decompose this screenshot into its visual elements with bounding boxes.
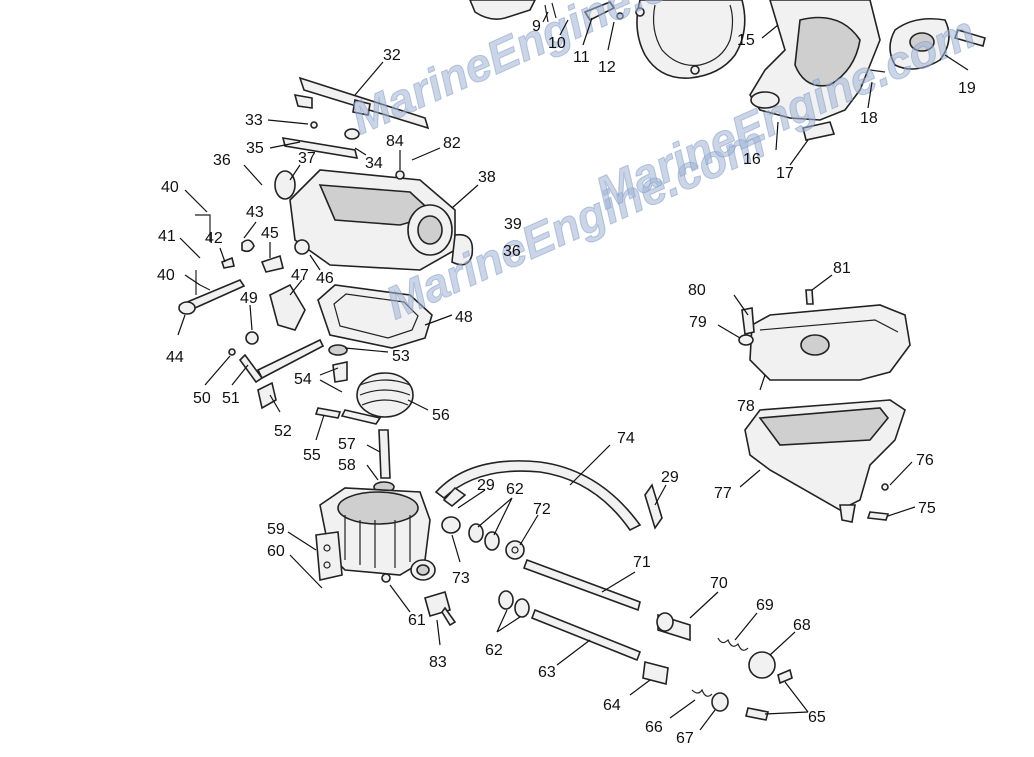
callout-84: 84	[386, 133, 404, 150]
choke-shaft-part	[281, 121, 360, 159]
callout-38: 38	[478, 169, 496, 186]
callout-69: 69	[756, 597, 774, 614]
callout-53: 53	[392, 348, 410, 365]
callout-50: 50	[193, 390, 211, 407]
carburetor-upper-body-part	[274, 169, 474, 271]
callout-72: 72	[533, 501, 551, 518]
callout-10: 10	[548, 35, 566, 52]
callout-29-left: 29	[477, 477, 495, 494]
callout-60: 60	[267, 543, 285, 560]
callout-76: 76	[916, 452, 934, 469]
callout-49: 49	[240, 290, 258, 307]
callout-61: 61	[408, 612, 426, 629]
callout-47: 47	[291, 267, 309, 284]
top-small-parts	[544, 1, 624, 23]
callout-58: 58	[338, 457, 356, 474]
float-assembly-part	[314, 344, 414, 425]
callout-51: 51	[222, 390, 240, 407]
callout-67: 67	[676, 730, 694, 747]
fuel-inlet-fitting-part	[424, 590, 457, 627]
callout-46: 46	[316, 270, 334, 287]
callout-62-bottom: 62	[485, 642, 503, 659]
callout-62-top: 62	[506, 481, 524, 498]
callout-35: 35	[246, 140, 264, 157]
callout-34: 34	[365, 155, 383, 172]
idle-adjust-parts	[691, 637, 793, 721]
callout-56: 56	[432, 407, 450, 424]
linkage-rods-part	[178, 214, 325, 410]
callout-64: 64	[603, 697, 621, 714]
main-jet-part	[373, 429, 395, 493]
callout-55: 55	[303, 447, 321, 464]
callout-11: 11	[573, 49, 590, 66]
silencer-cover-part	[738, 289, 911, 381]
callout-labels: 9 10 11 12 15 19 18 16 17 32 33 35 34 84…	[157, 18, 976, 747]
callout-40-bottom: 40	[157, 267, 175, 284]
callout-48: 48	[455, 309, 473, 326]
callout-70: 70	[710, 575, 728, 592]
leader-lines	[177, 11, 969, 731]
callout-78: 78	[737, 398, 755, 415]
top-cover-gasket-part	[469, 0, 746, 79]
fuel-hose-part	[434, 460, 642, 532]
fuel-pump-body-part	[749, 0, 986, 141]
callout-80: 80	[688, 282, 706, 299]
callout-9: 9	[532, 18, 541, 35]
callout-52: 52	[274, 423, 292, 440]
throttle-link-bar-part	[293, 76, 430, 130]
callout-44: 44	[166, 349, 184, 366]
callout-74: 74	[617, 430, 635, 447]
callout-82: 82	[443, 135, 461, 152]
callout-73: 73	[452, 570, 470, 587]
callout-33: 33	[245, 112, 263, 129]
callout-19: 19	[958, 80, 976, 97]
callout-79: 79	[689, 314, 707, 331]
silencer-base-part	[744, 399, 906, 523]
callout-36-bottom: 36	[503, 243, 521, 260]
callout-63: 63	[538, 664, 556, 681]
callout-39: 39	[504, 216, 522, 233]
callout-71: 71	[633, 554, 651, 571]
callout-81: 81	[833, 260, 851, 277]
callout-45: 45	[261, 225, 279, 242]
callout-66: 66	[645, 719, 663, 736]
callout-32: 32	[383, 47, 401, 64]
callout-54: 54	[294, 371, 312, 388]
callout-41: 41	[158, 228, 176, 245]
callout-75: 75	[918, 500, 936, 517]
callout-15: 15	[737, 32, 755, 49]
callout-43: 43	[246, 204, 264, 221]
callout-36-top: 36	[213, 152, 231, 169]
callout-18: 18	[860, 110, 878, 127]
bowl-gasket-part	[317, 284, 433, 349]
needle-valve-parts	[441, 483, 691, 686]
callout-42: 42	[205, 230, 223, 247]
callout-40-top: 40	[161, 179, 179, 196]
callout-12: 12	[598, 59, 616, 76]
callout-77: 77	[714, 485, 732, 502]
carburetor-bowl-body-part	[315, 487, 436, 583]
callout-16: 16	[743, 151, 761, 168]
callout-65: 65	[808, 709, 826, 726]
callout-37: 37	[298, 150, 316, 167]
callout-29-right: 29	[661, 469, 679, 486]
callout-17: 17	[776, 165, 794, 182]
callout-57: 57	[338, 436, 356, 453]
callout-83: 83	[429, 654, 447, 671]
callout-68: 68	[793, 617, 811, 634]
callout-59: 59	[267, 521, 285, 538]
